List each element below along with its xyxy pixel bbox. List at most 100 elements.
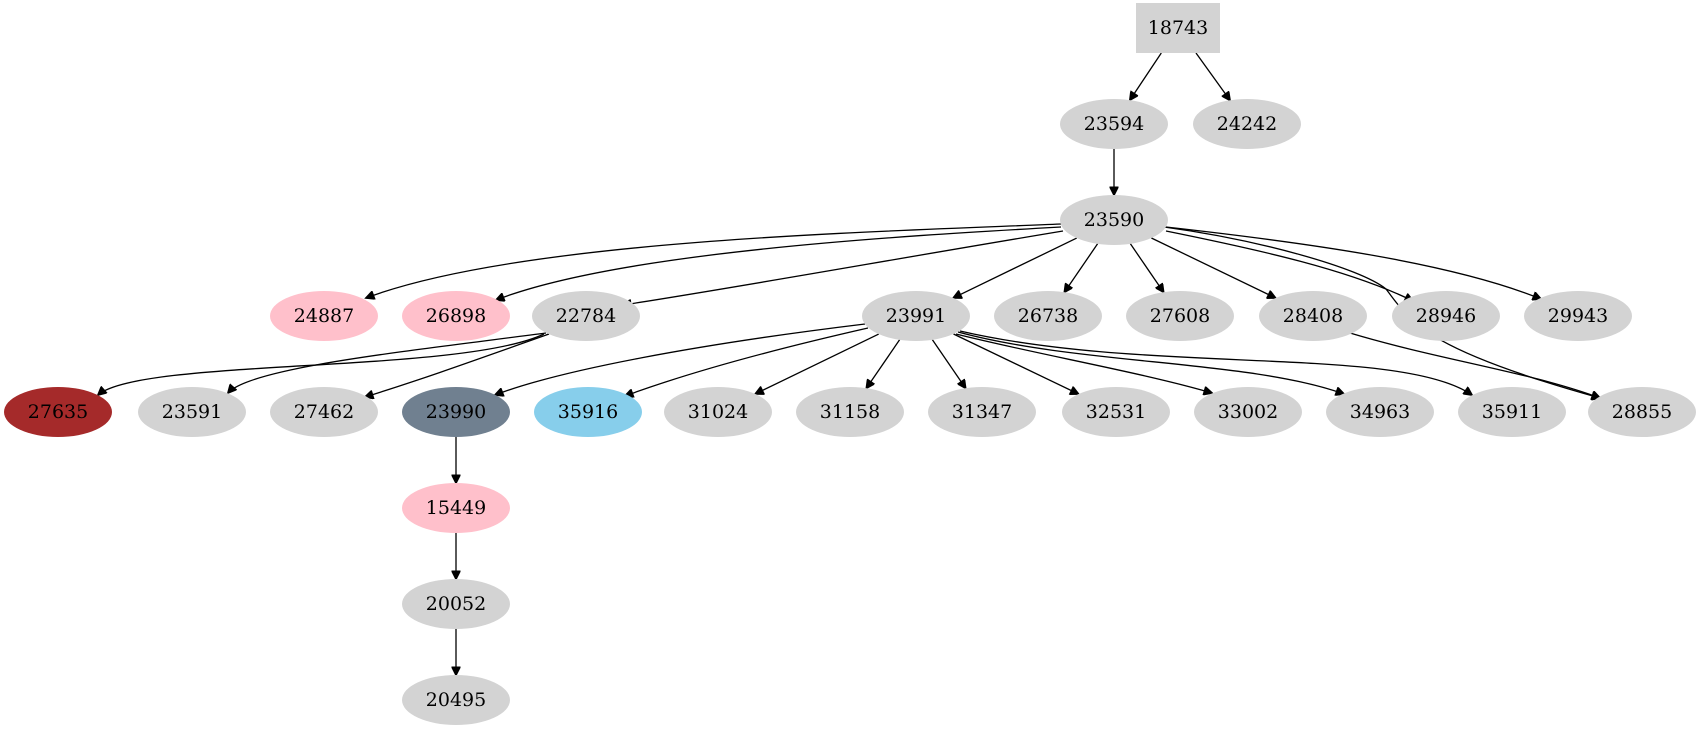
edge-23590-to-22784 (623, 230, 1064, 305)
node-20052-ellipse (402, 579, 510, 629)
node-31024-ellipse (664, 387, 772, 437)
node-22784-ellipse (532, 291, 640, 341)
node-32531-label: 32531 (1086, 401, 1146, 423)
node-23991-ellipse (862, 291, 970, 341)
edge-18743-to-23594 (1130, 52, 1162, 100)
edge-23991-to-35916 (625, 327, 869, 396)
node-23991-label: 23991 (886, 305, 946, 327)
node-27462-label: 27462 (294, 401, 354, 423)
edge-23991-to-31158 (866, 339, 901, 388)
edge-23991-to-32531 (953, 333, 1079, 394)
node-29943-label: 29943 (1548, 305, 1608, 327)
node-34963: 34963 (1326, 387, 1434, 437)
node-31158-label: 31158 (820, 401, 880, 423)
node-23594: 23594 (1060, 99, 1168, 149)
node-15449-ellipse (402, 483, 510, 533)
node-23991: 23991 (862, 291, 970, 341)
node-18743-label: 18743 (1148, 17, 1208, 39)
node-35916-label: 35916 (558, 401, 618, 423)
node-31158: 31158 (796, 387, 904, 437)
node-26898-ellipse (402, 291, 510, 341)
node-26738: 26738 (994, 291, 1102, 341)
node-28946-ellipse (1392, 291, 1500, 341)
node-31024-label: 31024 (688, 401, 748, 423)
edge-23590-to-26738 (1064, 243, 1099, 292)
node-18743-box (1136, 3, 1220, 53)
node-24242: 24242 (1193, 99, 1301, 149)
node-28946-label: 28946 (1416, 305, 1476, 327)
node-24242-ellipse (1193, 99, 1301, 149)
node-23591-label: 23591 (162, 401, 222, 423)
node-33002-label: 33002 (1218, 401, 1278, 423)
node-23591-ellipse (138, 387, 246, 437)
node-23590: 23590 (1060, 195, 1168, 245)
node-27462: 27462 (270, 387, 378, 437)
node-29943-ellipse (1524, 291, 1632, 341)
node-31347-label: 31347 (952, 401, 1012, 423)
node-32531-ellipse (1062, 387, 1170, 437)
node-28855: 28855 (1588, 387, 1696, 437)
node-23594-label: 23594 (1084, 113, 1144, 135)
node-20495-label: 20495 (426, 689, 486, 711)
node-20495-ellipse (402, 675, 510, 725)
node-18743: 18743 (1136, 3, 1220, 53)
edge-22784-to-27635 (98, 333, 545, 395)
node-22784-label: 22784 (556, 305, 616, 327)
node-22784: 22784 (532, 291, 640, 341)
node-35911-label: 35911 (1482, 401, 1542, 423)
edge-23590-to-29943 (1165, 226, 1541, 299)
node-29943: 29943 (1524, 291, 1632, 341)
node-35916: 35916 (534, 387, 642, 437)
node-27608-label: 27608 (1150, 305, 1210, 327)
node-28946: 28946 (1392, 291, 1500, 341)
edge-18743-to-24242 (1195, 52, 1230, 100)
node-31024: 31024 (664, 387, 772, 437)
node-24887-label: 24887 (294, 305, 354, 327)
edge-23590-to-28408 (1151, 237, 1275, 298)
node-35916-ellipse (534, 387, 642, 437)
node-34963-label: 34963 (1350, 401, 1410, 423)
edge-23590-to-26898 (496, 226, 1062, 300)
node-24242-label: 24242 (1217, 113, 1277, 135)
node-31158-ellipse (796, 387, 904, 437)
node-32531: 32531 (1062, 387, 1170, 437)
node-23590-label: 23590 (1084, 209, 1144, 231)
edge-23590-to-23991 (953, 237, 1077, 298)
node-28408-ellipse (1259, 291, 1367, 341)
edge-23590-to-24887 (366, 223, 1062, 298)
node-23990-ellipse (402, 387, 510, 437)
edge-23991-to-33002 (955, 333, 1212, 393)
node-28408-label: 28408 (1283, 305, 1343, 327)
node-27635-label: 27635 (28, 401, 88, 423)
node-28855-label: 28855 (1612, 401, 1672, 423)
node-35911-ellipse (1458, 387, 1566, 437)
node-24887: 24887 (270, 291, 378, 341)
edge-23991-to-23990 (495, 323, 866, 395)
node-20052-label: 20052 (426, 593, 486, 615)
node-15449-label: 15449 (426, 497, 486, 519)
node-20052: 20052 (402, 579, 510, 629)
node-20495: 20495 (402, 675, 510, 725)
node-26898-label: 26898 (426, 305, 486, 327)
node-15449: 15449 (402, 483, 510, 533)
nodes-layer: 18743 23594 24242 23590 24887 26898 22784 23991… (4, 3, 1696, 725)
node-33002: 33002 (1194, 387, 1302, 437)
node-28855-ellipse (1588, 387, 1696, 437)
edges-layer (98, 52, 1600, 675)
node-27635: 27635 (4, 387, 112, 437)
node-33002-ellipse (1194, 387, 1302, 437)
node-34963-ellipse (1326, 387, 1434, 437)
node-27608: 27608 (1126, 291, 1234, 341)
node-31347-ellipse (928, 387, 1036, 437)
edge-23991-to-34963 (957, 331, 1344, 394)
edge-22784-to-23591 (228, 332, 547, 393)
node-26738-label: 26738 (1018, 305, 1078, 327)
edge-22784-to-27462 (365, 333, 550, 397)
edge-23991-to-35911 (959, 330, 1472, 395)
edge-23590-to-28855 (1163, 226, 1600, 398)
node-27608-ellipse (1126, 291, 1234, 341)
node-26898: 26898 (402, 291, 510, 341)
edge-23590-to-28946 (1165, 230, 1413, 301)
node-23591: 23591 (138, 387, 246, 437)
